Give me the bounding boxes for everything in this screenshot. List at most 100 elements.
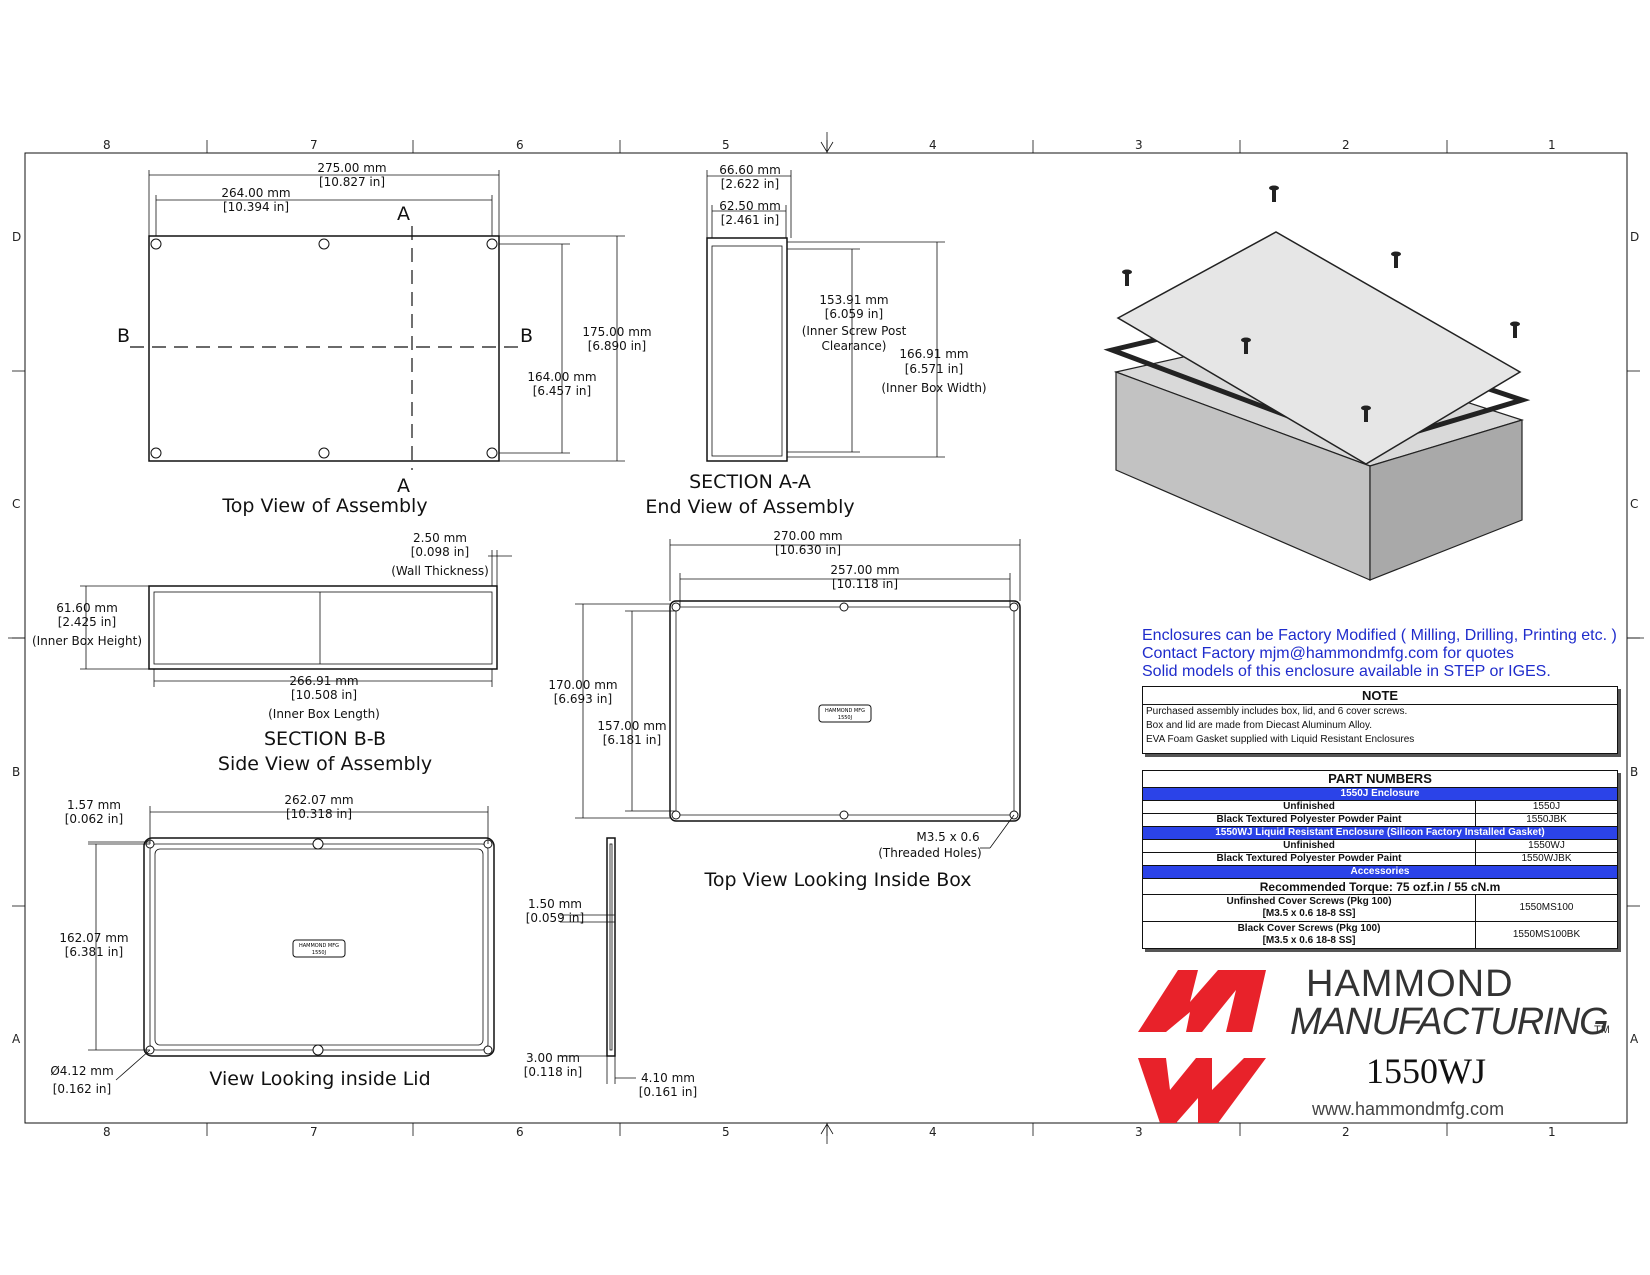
dimension-label: 175.00 mm [582,325,651,339]
dimension-label: [6.457 in] [533,384,591,398]
dimension-label: 62.50 mm [719,199,781,213]
dimension-label: [6.890 in] [588,339,646,353]
part-number: 1550WJ [1475,839,1618,853]
part-number: 1550JBK [1475,813,1618,827]
center-arrow-top [820,141,834,153]
screw-hole [150,238,498,459]
view-title: SECTION A-A [689,471,811,493]
parts-group-header: 1550WJ Liquid Resistant Enclosure (Silic… [1142,826,1618,840]
part-label: Unfinished [1142,800,1476,814]
logo-plate-label: HAMMOND MFG [299,943,339,949]
zone-row-label: B [1630,765,1638,779]
zone-row-label: C [12,497,20,511]
isometric-screw [1122,185,1520,422]
dimension-label: 166.91 mm [899,347,968,361]
view-title: Top View of Assembly [221,495,427,517]
view-title: End View of Assembly [645,496,854,518]
zone-col-label: 8 [103,1125,111,1139]
dimension-label: [10.118 in] [832,577,898,591]
part-number: 1550MS100 [1475,894,1618,922]
note-heading: NOTE [1143,687,1617,705]
dimension-label: 270.00 mm [773,529,842,543]
zone-col-label: 2 [1342,1125,1350,1139]
table-row: Black Cover Screws (Pkg 100)[M3.5 x 0.6 … [1142,921,1618,949]
view-title: Side View of Assembly [218,753,432,775]
lid-side-profile: 1.50 mm [0.059 in] 3.00 mm [0.118 in] 4.… [524,837,697,1099]
dimension-label: [10.394 in] [223,200,289,214]
info-line: Contact Factory mjm@hammondmfg.com for q… [1142,645,1514,662]
zone-col-label: 7 [310,1125,318,1139]
zone-col-label: 3 [1135,1125,1143,1139]
parts-heading: PART NUMBERS [1142,770,1618,788]
zone-col-label: 8 [103,138,111,152]
info-line: Solid models of this enclosure available… [1142,663,1551,680]
dimension-note: (Threaded Holes) [878,846,981,860]
dimension-label: 275.00 mm [317,161,386,175]
logo-plate-model: 1550J [312,950,326,956]
zone-col-label: 3 [1135,138,1143,152]
dimension-label: [10.318 in] [286,807,352,821]
dimension-label: [0.118 in] [524,1065,582,1079]
website-url: www.hammondmfg.com [1312,1099,1505,1119]
part-label: Black Textured Polyester Powder Paint [1142,852,1476,866]
section-bb-outline [148,585,498,670]
zone-col-label: 4 [929,1125,937,1139]
dimension-label: [6.381 in] [65,945,123,959]
brand-name: HAMMOND [1306,963,1514,1005]
part-label-line: [M3.5 x 0.6 18-8 SS] [1262,908,1356,919]
logo-plate [292,939,346,958]
view-title: View Looking inside Lid [209,1068,430,1090]
isometric-exploded-view [1103,185,1531,581]
section-aa-outline [706,237,788,462]
part-label-line: Unfinshed Cover Screws (Pkg 100) [1226,896,1392,907]
parts-group-header: Accessories [1142,865,1618,879]
zone-row-label: D [12,230,21,244]
zone-ticks [8,132,1644,1144]
dimension-label: [2.461 in] [721,213,779,227]
inside-lid-view: HAMMOND MFG 1550J 1.57 mm [0.062 in] 262… [50,793,495,1096]
inside-lid-outline [143,837,495,1057]
part-label: Black Textured Polyester Powder Paint [1142,813,1476,827]
dimension-note: Clearance) [821,339,886,353]
zone-col-label: 7 [310,138,318,152]
top-view-assembly: A A B B 275.00 mm [10.827 in] 264.00 mm … [117,161,652,517]
dimension-note: (Inner Box Width) [881,381,986,395]
logo-plate-model: 1550J [838,715,852,721]
zone-row-label: D [1630,230,1639,244]
lid-hole [145,838,493,1056]
model-number: 1550WJ [1366,1051,1486,1091]
part-number: 1550WJBK [1475,852,1618,866]
zone-row-label: C [1630,497,1638,511]
zone-labels: 8 7 6 5 4 3 2 1 8 7 6 5 4 3 2 1 D C B A … [12,138,1639,1139]
dimension-note: (Inner Screw Post [802,324,907,338]
dimension-label: Ø4.12 mm [50,1064,113,1078]
dimension-label: [0.162 in] [53,1082,111,1096]
zone-col-label: 5 [722,1125,730,1139]
dimension-label: M3.5 x 0.6 [916,830,979,844]
logo-plate [818,704,872,723]
zone-row-label: A [1630,1032,1639,1046]
dimension-label: 262.07 mm [284,793,353,807]
dimension-label: [6.571 in] [905,362,963,376]
dimension-label: 257.00 mm [830,563,899,577]
dimension-label: [10.827 in] [319,175,385,189]
torque-spec: Recommended Torque: 75 ozf.in / 55 cN.m [1142,878,1618,895]
logo-bottom-mark [1138,1058,1266,1123]
zone-col-label: 5 [722,138,730,152]
note-line: Purchased assembly includes box, lid, an… [1146,706,1408,717]
dimension-label: 264.00 mm [221,186,290,200]
section-label-b: B [520,325,533,347]
dimension-label: [0.062 in] [65,812,123,826]
dimension-label: [2.425 in] [58,615,116,629]
note-line: Box and lid are made from Diecast Alumin… [1146,720,1373,731]
section-bb: 2.50 mm [0.098 in] (Wall Thickness) 61.6… [32,531,512,775]
zone-col-label: 6 [516,138,524,152]
part-label-line: Black Cover Screws (Pkg 100) [1237,923,1381,934]
zone-row-label: A [12,1032,21,1046]
info-line: Enclosures can be Factory Modified ( Mil… [1142,627,1617,644]
